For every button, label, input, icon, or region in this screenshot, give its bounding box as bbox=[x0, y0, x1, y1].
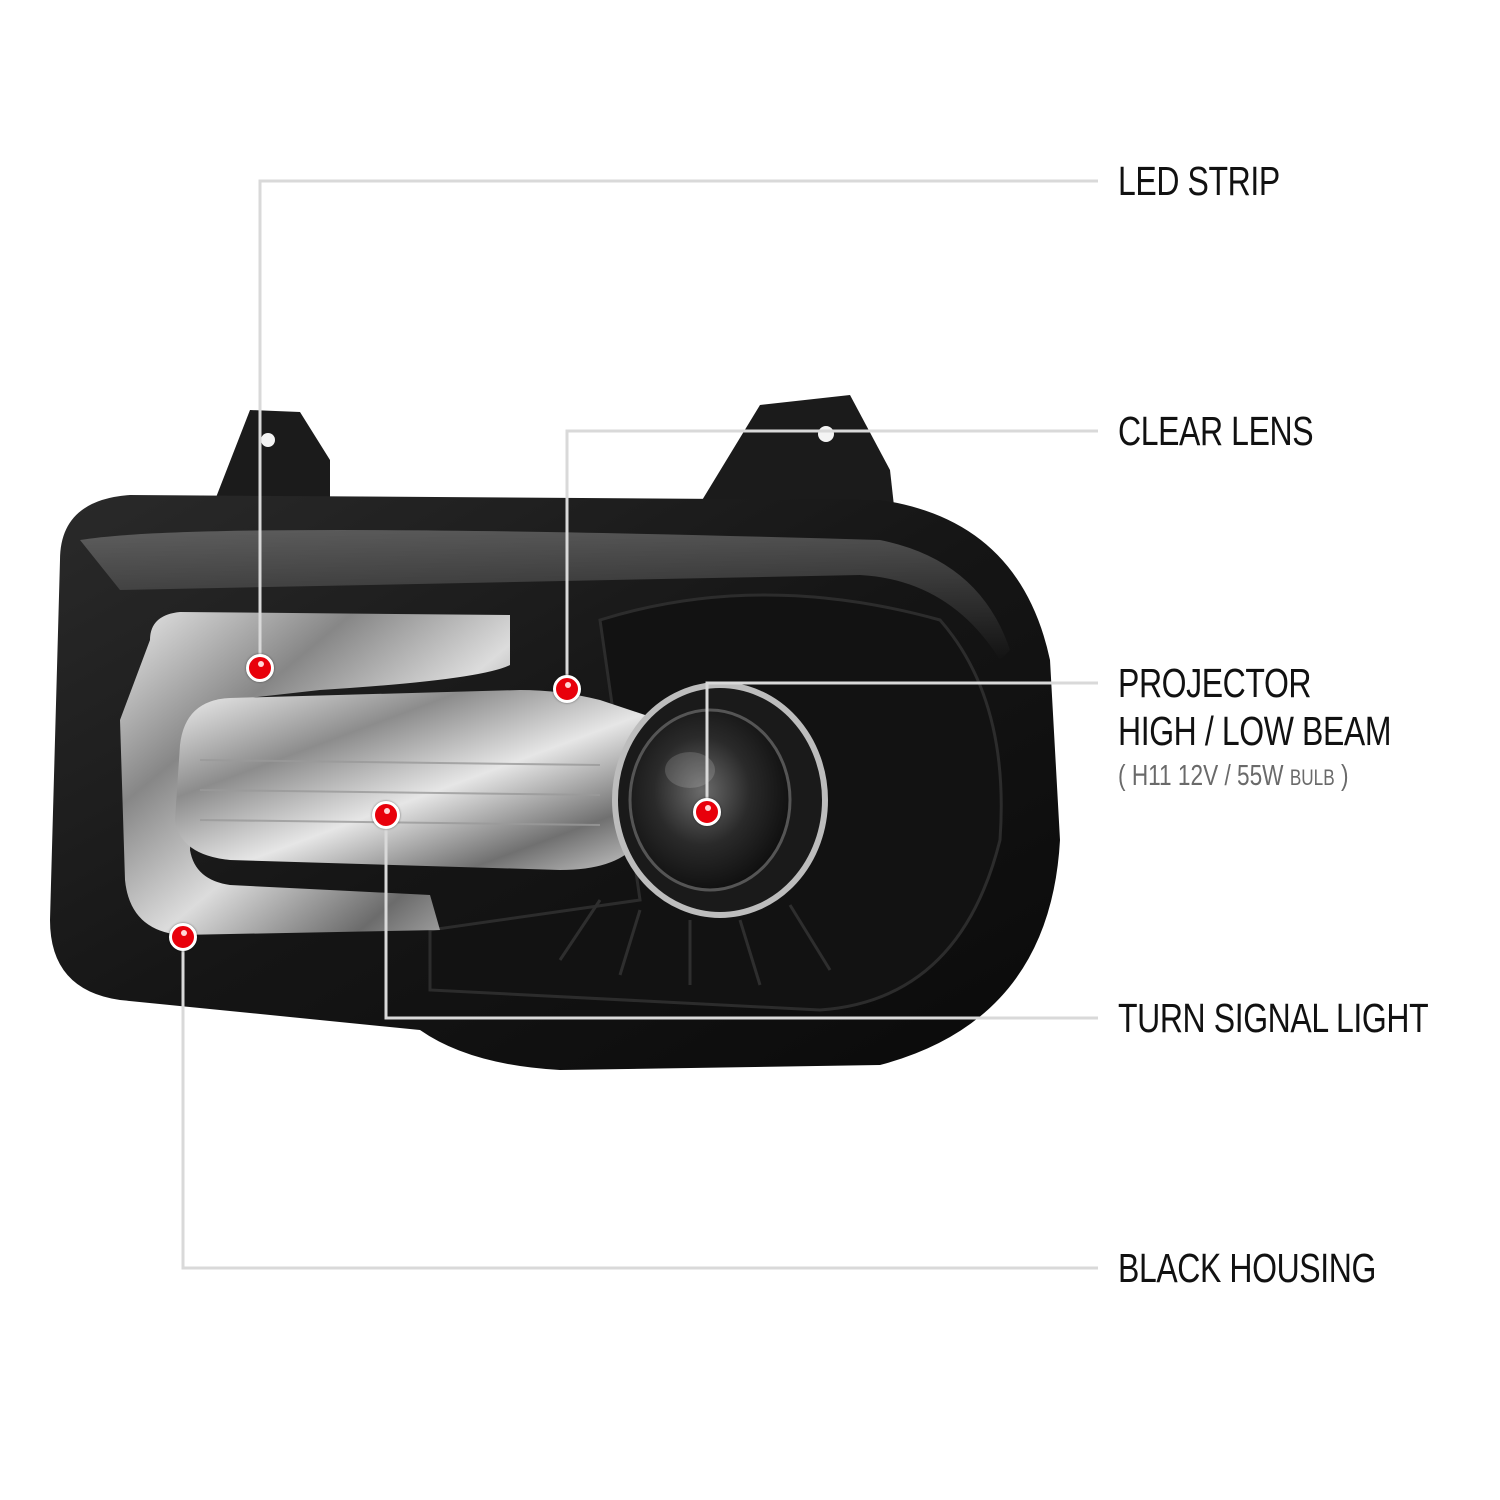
label-clear-lens: CLEAR LENS bbox=[1118, 408, 1314, 454]
bulb-word: BULB bbox=[1289, 765, 1335, 790]
label-bulb-spec: ( H11 12V / 55W BULB ) bbox=[1118, 760, 1348, 794]
led-strip-marker bbox=[246, 654, 274, 682]
black-housing-marker bbox=[169, 923, 197, 951]
label-high-low-beam: HIGH / LOW BEAM bbox=[1118, 708, 1392, 754]
bulb-spec-close: ) bbox=[1334, 760, 1349, 792]
label-projector: PROJECTOR bbox=[1118, 660, 1312, 706]
led-strip-area bbox=[120, 612, 510, 935]
clear-lens-marker bbox=[553, 675, 581, 703]
projector-lens bbox=[612, 682, 828, 918]
bulb-spec-text: ( H11 12V / 55W bbox=[1118, 760, 1290, 792]
turn-signal-marker bbox=[372, 801, 400, 829]
callout-lines bbox=[181, 179, 1098, 1270]
turn-signal-reflector bbox=[175, 690, 660, 870]
label-turn-signal: TURN SIGNAL LIGHT bbox=[1118, 995, 1429, 1041]
projector-marker bbox=[693, 798, 721, 826]
label-led-strip: LED STRIP bbox=[1118, 158, 1280, 204]
label-black-housing: BLACK HOUSING bbox=[1118, 1245, 1376, 1291]
